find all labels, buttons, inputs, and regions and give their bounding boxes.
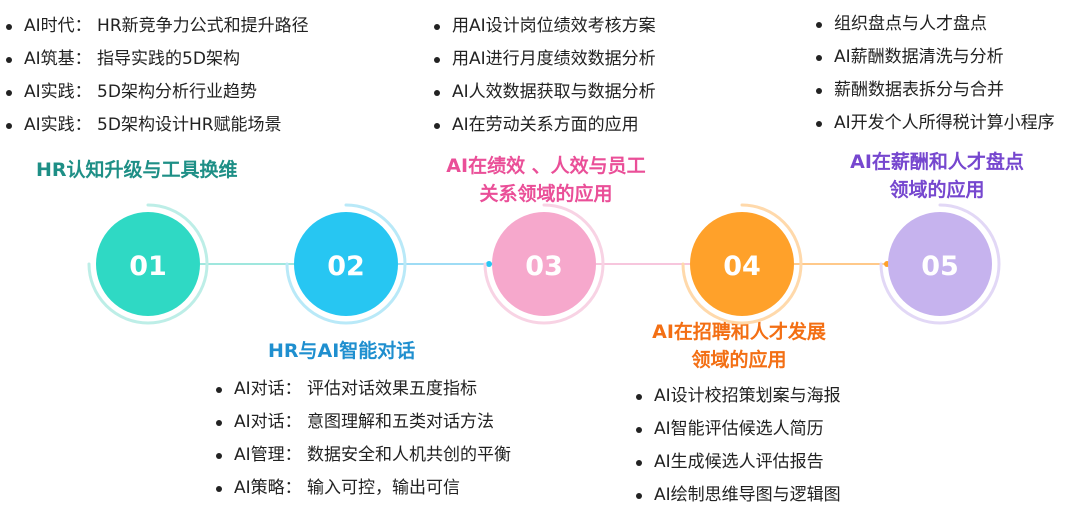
list-item: 用AI设计岗位绩效考核方案 (430, 10, 656, 43)
stage-04-title: AI在招聘和人才发展 领域的应用 (634, 318, 844, 374)
stage-01-number: 01 (129, 251, 167, 282)
stage-01-list: AI时代： HR新竞争力公式和提升路径 AI筑基： 指导实践的5D架构 AI实践… (2, 10, 309, 142)
stage-02-disc (294, 212, 398, 316)
list-item: AI在劳动关系方面的应用 (430, 109, 656, 142)
list-item: AI策略： 输入可控，输出可信 (212, 472, 511, 505)
list-item: AI生成候选人评估报告 (632, 446, 841, 479)
list-item: AI时代： HR新竞争力公式和提升路径 (2, 10, 309, 43)
stage-02-list: AI对话： 评估对话效果五度指标 AI对话： 意图理解和五类对话方法 AI管理：… (212, 373, 511, 505)
stage-04-circle: 04 (677, 199, 807, 329)
stage-05-disc (888, 212, 992, 316)
stage-02-number: 02 (327, 251, 365, 282)
stage-03-number: 03 (525, 251, 563, 282)
stage-03-title-line-2: 关系领域的应用 (479, 183, 613, 205)
stage-04-list: AI设计校招策划案与海报 AI智能评估候选人简历 AI生成候选人评估报告 AI绘… (632, 380, 841, 512)
stage-01-title: HR认知升级与工具换维 (36, 159, 238, 181)
list-item: 薪酬数据表拆分与合并 (812, 74, 1055, 107)
list-item: AI实践： 5D架构设计HR赋能场景 (2, 109, 309, 142)
stage-03-ring (483, 203, 605, 325)
list-item: AI筑基： 指导实践的5D架构 (2, 43, 309, 76)
stage-03-list: 用AI设计岗位绩效考核方案 用AI进行月度绩效数据分析 AI人效数据获取与数据分… (430, 10, 656, 142)
connector-04-05 (794, 263, 890, 265)
stage-03-circle: 03 (479, 199, 609, 329)
stage-03-title-line-1: AI在绩效 、人效与员工 (446, 155, 646, 177)
list-item: AI智能评估候选人简历 (632, 413, 841, 446)
stage-05-circle: 05 (875, 199, 1005, 329)
stage-02-circle: 02 (281, 199, 411, 329)
stage-05-title-line-1: AI在薪酬和人才盘点 (850, 151, 1024, 173)
stage-05-ring (879, 203, 1001, 325)
stage-01-ring (87, 203, 209, 325)
stage-05-title: AI在薪酬和人才盘点 领域的应用 (832, 148, 1042, 204)
stage-02-title: HR与AI智能对话 (268, 340, 416, 362)
list-item: AI绘制思维导图与逻辑图 (632, 479, 841, 512)
stage-05-number: 05 (921, 251, 959, 282)
stage-04-number: 04 (723, 251, 761, 282)
list-item: 用AI进行月度绩效数据分析 (430, 43, 656, 76)
stage-01-disc (96, 212, 200, 316)
stage-05-list: 组织盘点与人才盘点 AI薪酬数据清洗与分析 薪酬数据表拆分与合并 AI开发个人所… (812, 8, 1055, 140)
connector-02-03 (398, 263, 494, 265)
stage-05-title-line-2: 领域的应用 (889, 179, 985, 201)
list-item: AI对话： 评估对话效果五度指标 (212, 373, 511, 406)
list-item: 组织盘点与人才盘点 (812, 8, 1055, 41)
connector-03-04 (596, 263, 692, 265)
list-item: AI对话： 意图理解和五类对话方法 (212, 406, 511, 439)
connector-01-02 (200, 263, 296, 265)
connector-dot (884, 261, 890, 267)
connector-dot (486, 261, 492, 267)
stage-03-title: AI在绩效 、人效与员工 关系领域的应用 (436, 152, 656, 208)
list-item: AI设计校招策划案与海报 (632, 380, 841, 413)
list-item: AI薪酬数据清洗与分析 (812, 41, 1055, 74)
stage-04-title-line-2: 领域的应用 (691, 349, 787, 371)
stage-01-circle: 01 (83, 199, 213, 329)
stage-04-ring (681, 203, 803, 325)
stage-04-disc (690, 212, 794, 316)
stage-04-title-line-1: AI在招聘和人才发展 (652, 321, 826, 343)
list-item: AI管理： 数据安全和人机共创的平衡 (212, 439, 511, 472)
list-item: AI人效数据获取与数据分析 (430, 76, 656, 109)
stage-02-ring (285, 203, 407, 325)
stage-03-disc (492, 212, 596, 316)
list-item: AI实践： 5D架构分析行业趋势 (2, 76, 309, 109)
list-item: AI开发个人所得税计算小程序 (812, 107, 1055, 140)
